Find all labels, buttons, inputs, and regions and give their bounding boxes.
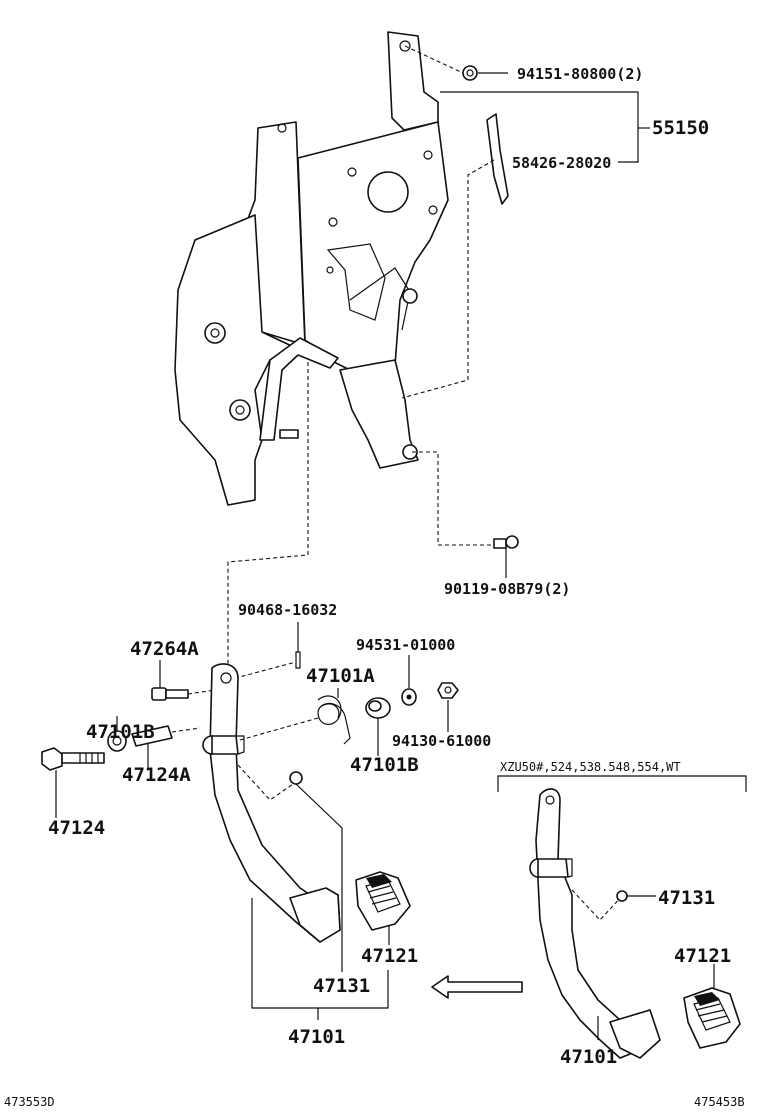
bolt-90119 [412, 451, 519, 578]
bushing-47101B-left [107, 716, 127, 752]
label-47131-right: 47131 [658, 887, 715, 909]
leader-55150 [440, 91, 650, 163]
spring-47101A [239, 688, 351, 745]
leader-left-assembly [251, 783, 389, 1020]
pedal-arm-left [202, 663, 341, 943]
bushing-47264A [151, 660, 216, 701]
pedal-arm-right [529, 788, 661, 1059]
label-47124: 47124 [48, 817, 105, 839]
variant-arrow [431, 975, 523, 999]
pin-90468 [227, 622, 301, 681]
label-47121-left: 47121 [361, 945, 418, 967]
variant-heading: XZU50#,524,538.548,554,WT [500, 760, 681, 774]
variant-bracket-line [497, 775, 747, 792]
bolt-47124 [41, 747, 105, 818]
label-47101B-left: 47101B [86, 721, 155, 743]
pedal-pad-right [683, 964, 741, 1049]
label-47101A: 47101A [306, 665, 375, 687]
label-47101-left: 47101 [288, 1026, 345, 1048]
label-47101B-right: 47101B [350, 754, 419, 776]
label-47121-right: 47121 [674, 945, 731, 967]
cushion-58426 [401, 113, 509, 399]
label-47131-left: 47131 [313, 975, 370, 997]
label-58426: 58426-28020 [512, 154, 611, 172]
label-47101-right: 47101 [560, 1046, 617, 1068]
label-90468: 90468-16032 [238, 601, 337, 619]
footer-code-left: 473553D [4, 1095, 55, 1109]
label-47124A: 47124A [122, 764, 191, 786]
footer-code-right: 475453B [694, 1095, 745, 1109]
washer-94531 [401, 655, 417, 706]
label-55150: 55150 [652, 117, 709, 139]
nut-94151 [404, 45, 508, 81]
bushing-47101B-right [365, 697, 391, 756]
label-94151: 94151-80800(2) [517, 65, 643, 83]
pedal-bracket-assembly [174, 31, 449, 506]
pivot-link-line [227, 362, 309, 668]
label-94531: 94531-01000 [356, 636, 455, 654]
label-47264A: 47264A [130, 638, 199, 660]
label-94130: 94130-61000 [392, 732, 491, 750]
pedal-pad-left [355, 871, 411, 945]
collar-47124A [131, 725, 201, 768]
label-90119: 90119-08B79(2) [444, 580, 570, 598]
nut-94130 [437, 682, 459, 732]
